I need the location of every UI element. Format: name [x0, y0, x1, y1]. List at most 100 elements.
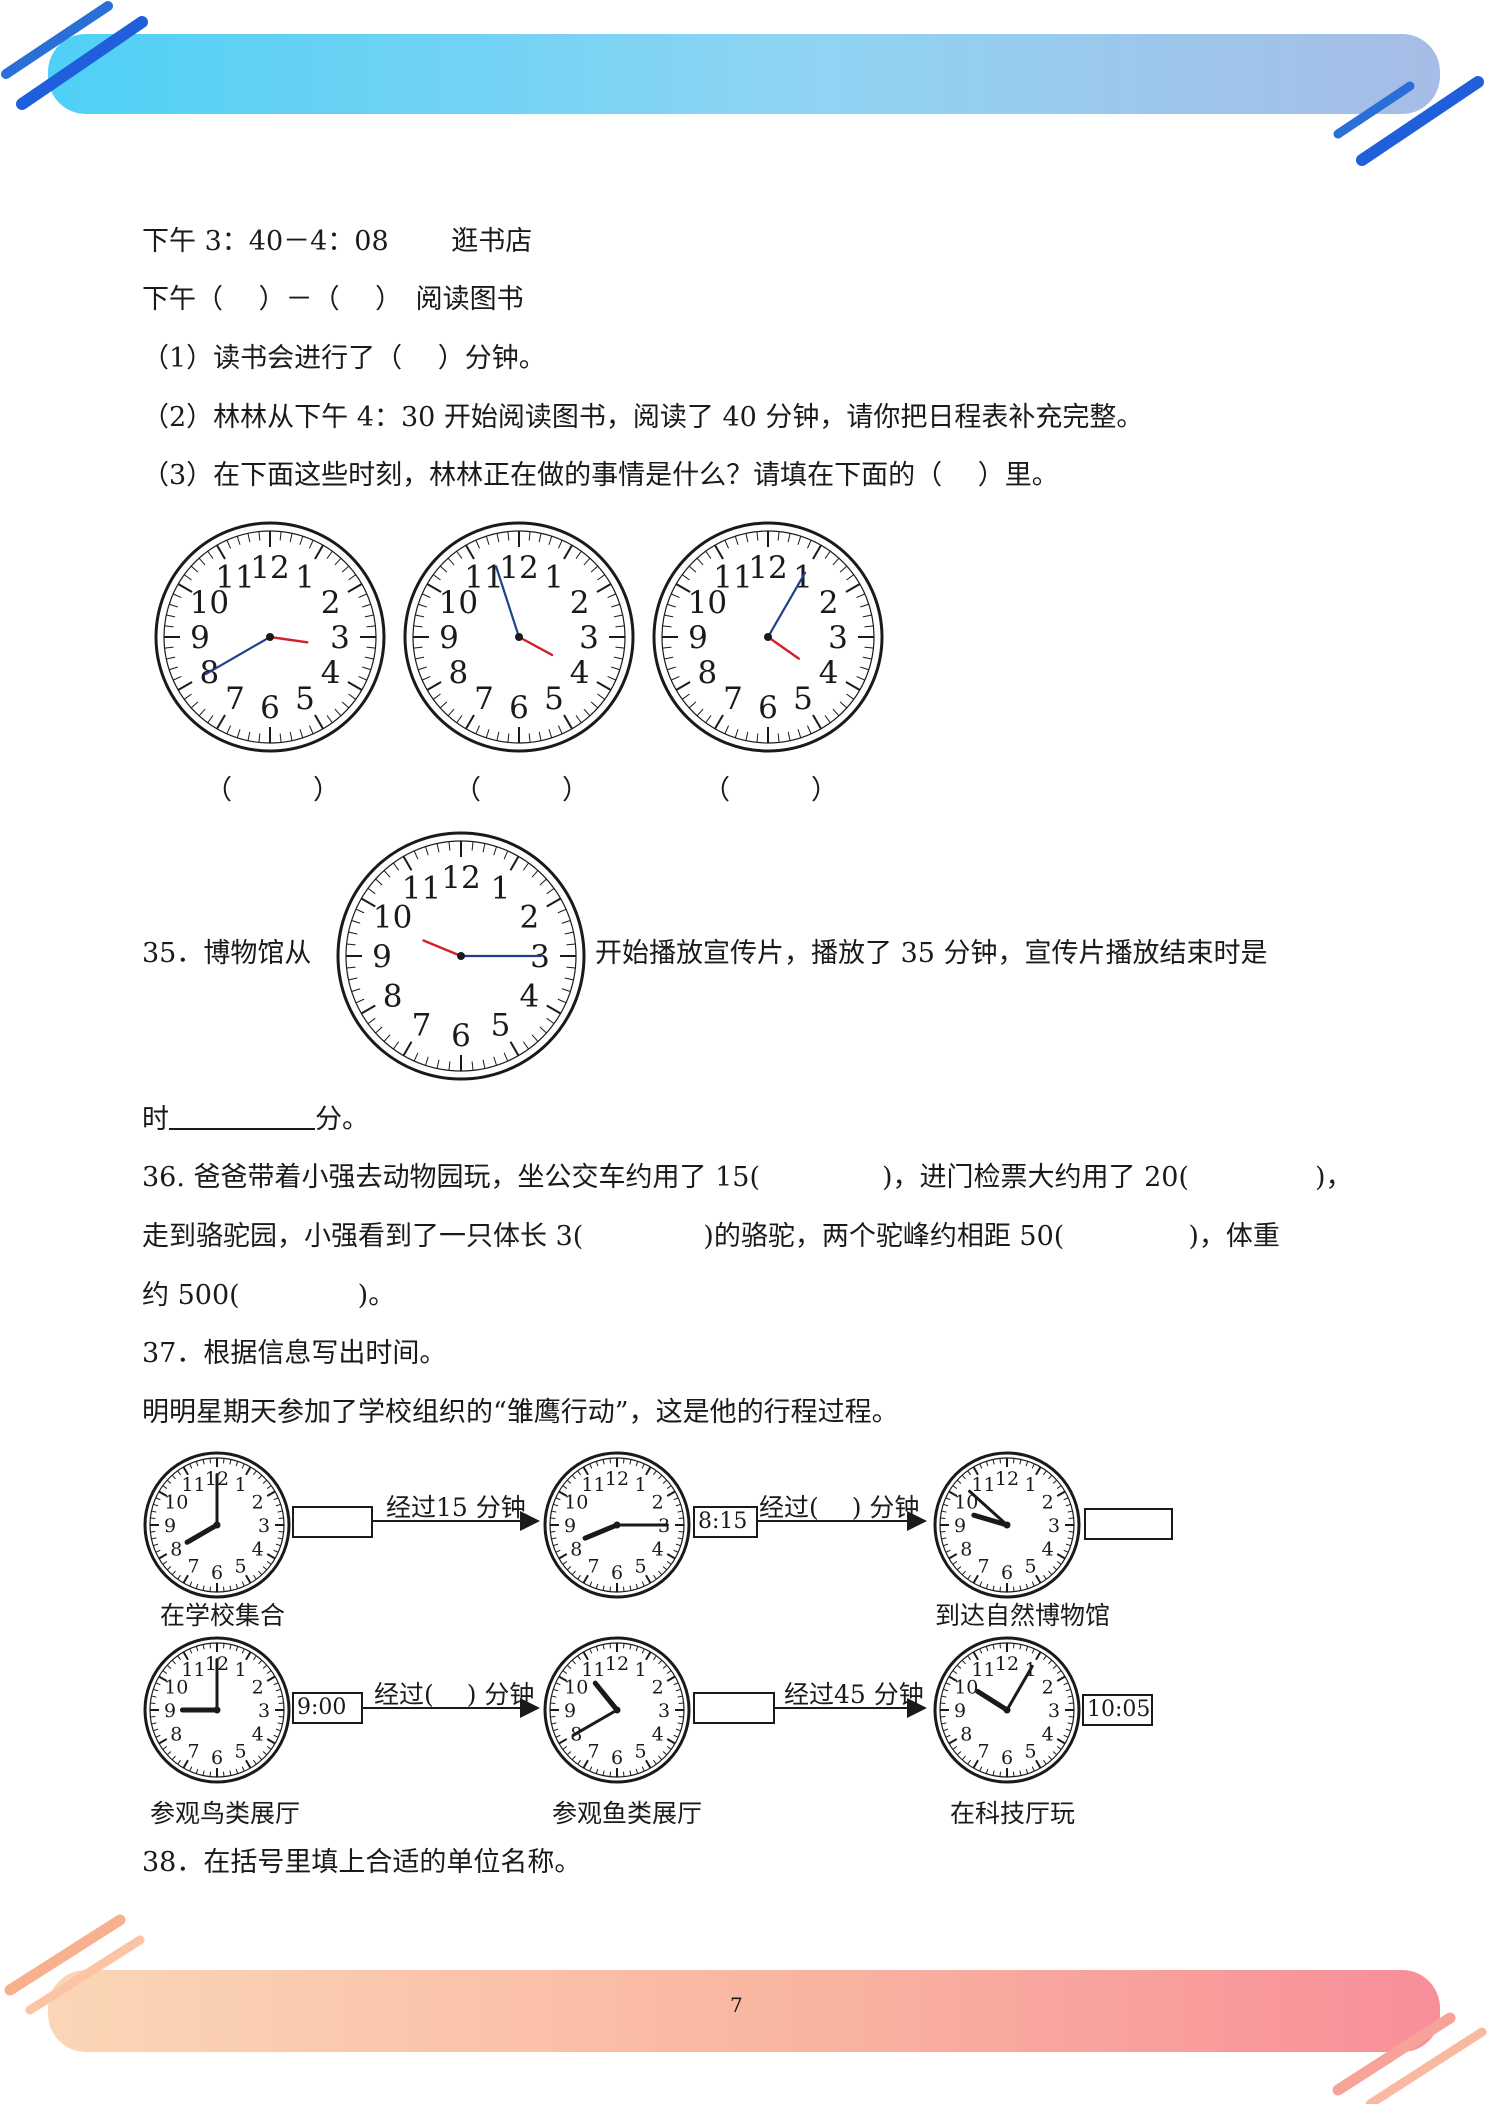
clock-tick — [189, 1648, 193, 1654]
clock-tick — [266, 1746, 272, 1750]
clock-tick — [945, 1549, 951, 1553]
clock-tick — [845, 583, 861, 593]
answer-blank-1[interactable]: （ ） — [205, 775, 340, 806]
clock-tick — [277, 1510, 283, 1513]
clock-tick — [756, 531, 759, 541]
clock-tick — [346, 966, 356, 969]
clock-tick — [222, 1771, 225, 1777]
clock-tick — [366, 646, 376, 649]
clock-tick — [447, 557, 455, 566]
q36-text: )，进门检票大约用了 20( — [882, 1162, 1190, 1193]
clock-tick — [436, 1059, 440, 1069]
clock-tick — [182, 1466, 189, 1476]
clock-tick — [1019, 1585, 1022, 1591]
clock-number: 12 — [605, 1468, 629, 1490]
clock-number: 11 — [971, 1659, 995, 1681]
clock-tick — [553, 1543, 559, 1547]
clock-tick — [705, 550, 712, 559]
clock-tick — [538, 533, 542, 543]
clock-tick — [485, 536, 490, 545]
time-box-empty[interactable] — [1084, 1508, 1173, 1540]
clock-tick — [177, 1655, 181, 1661]
clock-tick — [550, 1530, 556, 1533]
clock-tick — [258, 1659, 263, 1665]
clock-tick — [611, 603, 620, 608]
clock-tick — [673, 1497, 679, 1501]
clock-tick — [941, 1537, 947, 1540]
clock-tick — [177, 1574, 181, 1580]
clock-tick — [162, 1670, 168, 1674]
answer-blank-2[interactable]: （ ） — [454, 775, 589, 806]
clock-tick — [561, 919, 571, 924]
clock-tick — [229, 1459, 232, 1465]
clock-tick — [507, 733, 510, 743]
clock-tick — [1068, 1702, 1074, 1705]
clock-tick — [1056, 1485, 1062, 1489]
clock-tick — [555, 1497, 561, 1501]
clock-tick — [566, 1751, 572, 1756]
clock-tick — [471, 841, 474, 851]
answer-blank-3[interactable]: （ ） — [703, 775, 838, 806]
clock-tick — [577, 1759, 581, 1765]
clock-tick — [551, 1510, 557, 1513]
clock-center — [1003, 1521, 1011, 1529]
clock-number: 1 — [491, 871, 511, 907]
clock-tick — [509, 855, 520, 871]
clock-tick — [1068, 1517, 1074, 1520]
q35-minute-blank[interactable] — [169, 1102, 315, 1130]
clock-tick — [824, 715, 831, 724]
clock-tick — [1056, 1490, 1066, 1497]
clock-tick — [150, 1715, 156, 1718]
clock-tick — [563, 544, 573, 560]
clock-tick — [941, 1695, 947, 1698]
clock-tick — [362, 603, 371, 608]
clock-number: 2 — [652, 1491, 664, 1513]
clock-tick — [1068, 1530, 1074, 1533]
clock-tick — [418, 603, 427, 608]
time-box-empty[interactable] — [292, 1506, 373, 1538]
clock-tick — [635, 1646, 639, 1652]
clock-tick — [948, 1738, 958, 1745]
clock-center — [213, 1521, 221, 1529]
clock-tick — [590, 565, 599, 573]
clock-tick — [972, 1574, 979, 1584]
clock-tick — [235, 1768, 239, 1774]
clock-number: 8 — [449, 655, 469, 691]
clock-tick — [575, 550, 582, 559]
clock-tick — [558, 1553, 568, 1560]
clock-tick — [972, 1466, 979, 1476]
clock-tick — [653, 1574, 657, 1580]
clock-tick — [635, 1583, 639, 1589]
clock-tick — [1056, 1746, 1062, 1750]
clock-number: 10 — [688, 585, 727, 621]
clock-number: 4 — [321, 655, 341, 691]
clock-tick — [279, 733, 282, 743]
clock-tick — [496, 533, 500, 543]
clock-tick — [456, 550, 463, 559]
clock-tick — [375, 1026, 383, 1034]
clock-tick — [1067, 1722, 1073, 1725]
clock-tick — [482, 843, 486, 853]
clock-tick — [714, 544, 724, 560]
clock-center — [764, 633, 772, 641]
clock-tick — [262, 1566, 268, 1571]
clock-number: 1 — [234, 1659, 246, 1681]
q36-text: )， — [1315, 1162, 1353, 1193]
clock-tick — [582, 1466, 589, 1476]
clock-tick — [347, 681, 363, 691]
clock-tick — [266, 1675, 276, 1682]
clock-tick — [745, 533, 749, 543]
q35-minute-label: 分。 — [315, 1104, 369, 1135]
clock-tick — [553, 1503, 559, 1507]
clock-tick — [166, 656, 176, 660]
clock-tick — [362, 666, 371, 671]
clock-tick — [171, 1570, 176, 1576]
clock-tick — [678, 1530, 684, 1533]
clock-tick — [482, 1059, 486, 1069]
clock-tick — [150, 1517, 156, 1520]
clock-tick — [177, 1759, 181, 1765]
clock-tick — [653, 1759, 657, 1765]
clock-tick — [992, 1644, 995, 1650]
clock-number: 8 — [170, 1723, 182, 1745]
